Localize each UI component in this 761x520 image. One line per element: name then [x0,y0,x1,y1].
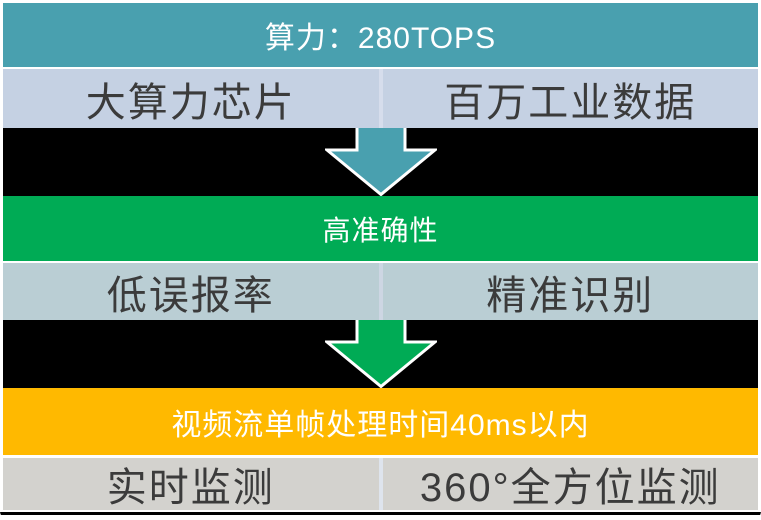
section-header-speed: 视频流单帧处理时间40ms以内 [3,388,758,455]
connector-band-2 [3,320,758,388]
header-row-gap [3,261,758,263]
section-header-accuracy-label: 高准确性 [322,214,439,246]
cell-divider [378,69,383,128]
section-header-compute-label: 算力：280TOPS [264,22,497,55]
feature-row-monitoring: 实时监测 360°全方位监测 [3,458,758,510]
header-row-gap [3,455,758,458]
down-arrow-icon-teal [324,128,437,196]
section-header-accuracy: 高准确性 [3,196,758,261]
connector-band-1 [3,128,758,196]
bottom-border-line [0,512,761,515]
feature-cell-360-monitoring: 360°全方位监测 [419,466,721,510]
top-margin [3,0,758,3]
cell-divider [378,458,383,510]
header-row-gap [3,67,758,69]
feature-row-compute: 大算力芯片 百万工业数据 [3,69,758,128]
diagram-stack: 算力：280TOPS 大算力芯片 百万工业数据 高准确性 低误报率 精准识别 [3,0,758,510]
down-arrow-icon-green [324,320,437,388]
feature-cell-realtime-monitoring: 实时监测 [106,466,275,510]
feature-cell-precise-recognition: 精准识别 [486,273,655,318]
cell-divider [378,263,383,320]
section-header-compute: 算力：280TOPS [3,3,758,67]
section-header-speed-label: 视频流单帧处理时间40ms以内 [171,408,590,442]
feature-cell-industrial-data: 百万工业数据 [444,80,697,125]
feature-cell-low-false-alarm: 低误报率 [106,273,275,318]
feature-cell-chip: 大算力芯片 [85,80,296,125]
feature-row-accuracy: 低误报率 精准识别 [3,263,758,320]
